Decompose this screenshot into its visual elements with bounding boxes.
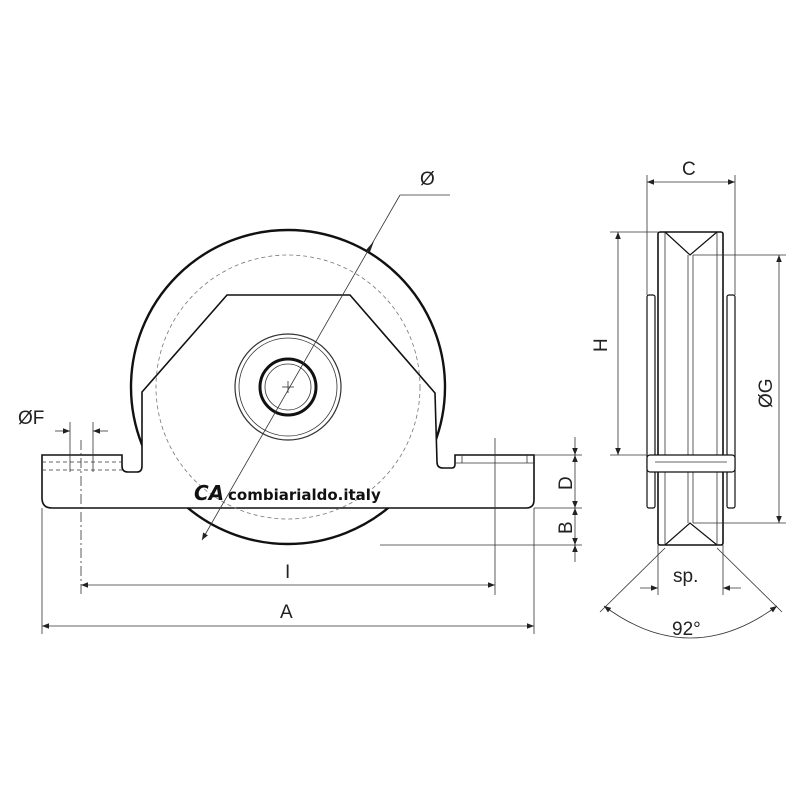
front-view: Ø CA combiarialdo.italy ØF I A D B bbox=[18, 169, 582, 634]
b-label: B bbox=[556, 521, 577, 534]
pitch-circle-dashed bbox=[155, 254, 421, 520]
hole-diameter-label: ØF bbox=[18, 408, 44, 429]
bearing bbox=[258, 357, 318, 417]
brand-logo: CA combiarialdo.italy bbox=[194, 481, 381, 505]
svg-text:combiarialdo.italy: combiarialdo.italy bbox=[228, 486, 381, 504]
bracket bbox=[41, 294, 535, 509]
a-label: A bbox=[280, 602, 293, 623]
angle-label: 92° bbox=[672, 619, 701, 640]
d-label: D bbox=[556, 476, 577, 490]
diameter-label: Ø bbox=[420, 169, 435, 190]
thickness-label: sp. bbox=[673, 566, 698, 587]
side-view: C H ØG sp. 92° bbox=[591, 159, 786, 640]
hub-ring bbox=[238, 337, 338, 437]
svg-text:CA: CA bbox=[194, 481, 224, 505]
hub-outer bbox=[234, 333, 342, 441]
c-label: C bbox=[682, 159, 696, 180]
h-label: H bbox=[591, 338, 612, 352]
groove-diameter-label: ØG bbox=[756, 378, 777, 408]
i-label: I bbox=[285, 562, 290, 583]
